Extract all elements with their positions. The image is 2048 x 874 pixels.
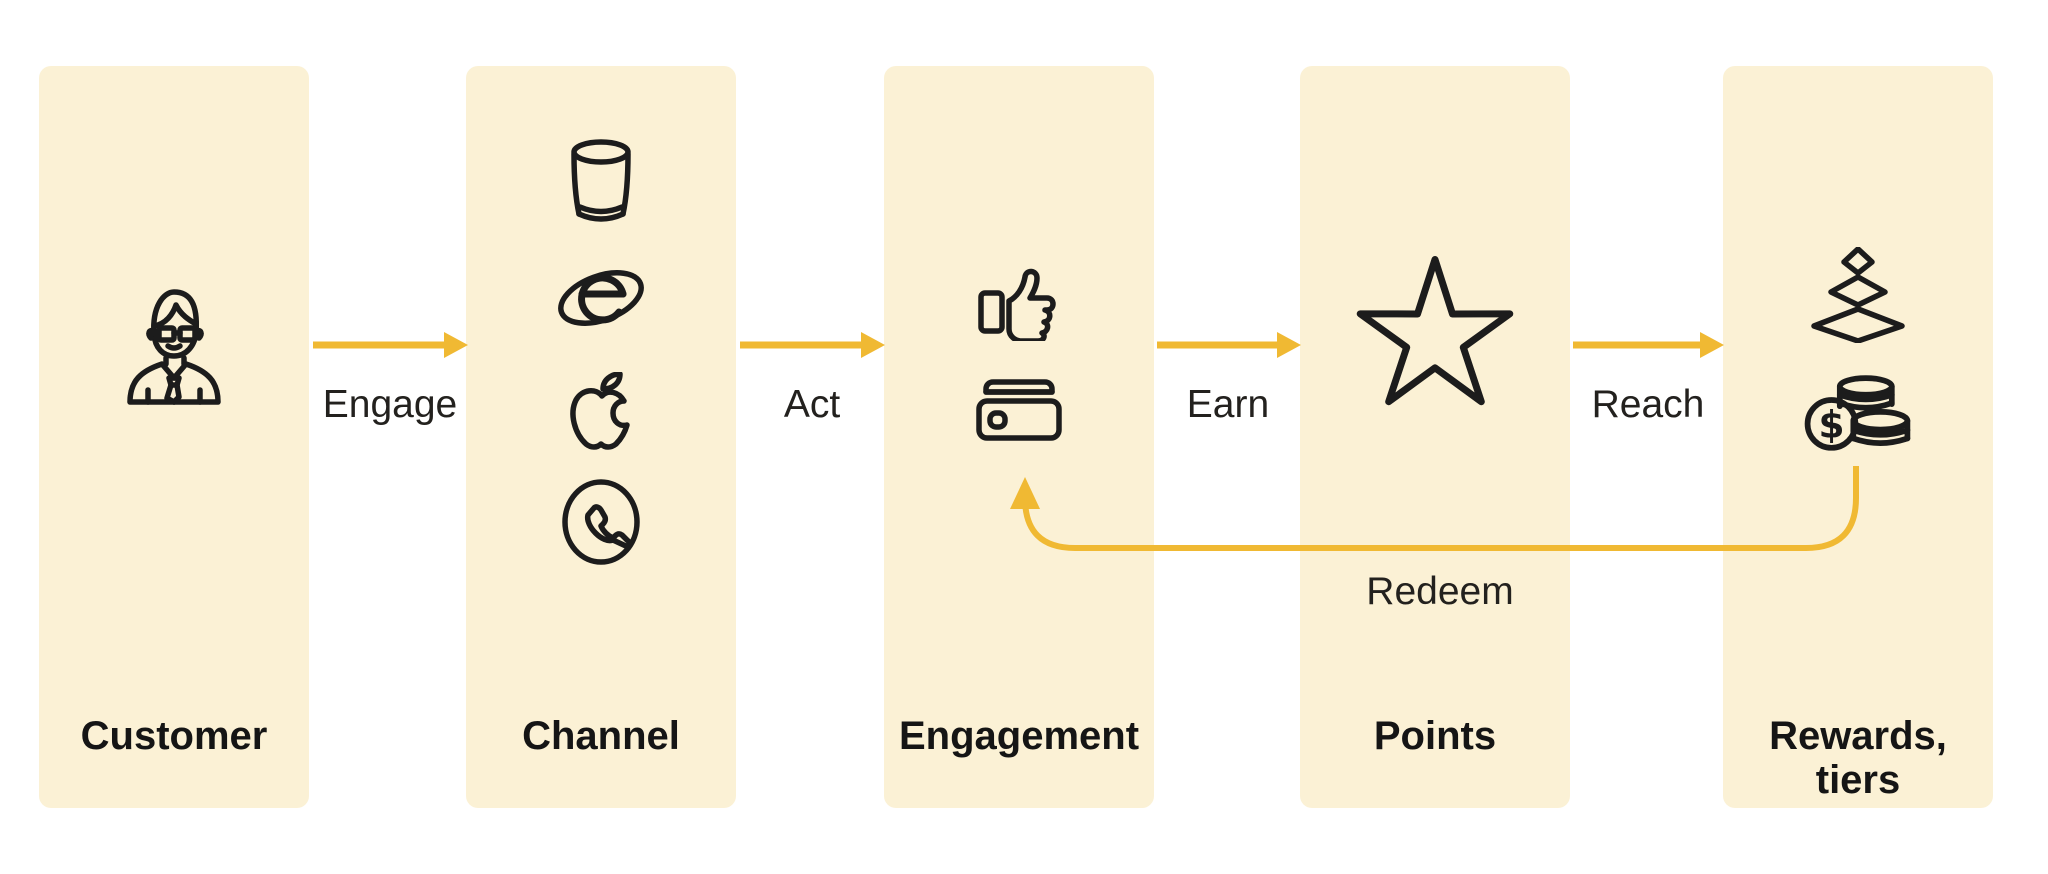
flow-arrow-reach	[1573, 332, 1724, 358]
tiers-icon-svg	[1811, 247, 1905, 343]
coins-icon: $	[1803, 375, 1913, 453]
column-customer: Customer	[39, 66, 309, 808]
dollar-sign: $	[1818, 402, 1844, 446]
apple-icon-svg	[570, 372, 630, 450]
internet-explorer-icon-svg	[558, 270, 644, 326]
person-icon-svg	[127, 289, 221, 405]
column-label-points: Points	[1373, 714, 1497, 758]
thumbs-up-icon	[976, 255, 1062, 341]
star-icon-svg	[1356, 255, 1514, 406]
credit-card-icon	[976, 377, 1062, 441]
flow-label-earn: Earn	[1186, 383, 1270, 426]
flow-arrow-engage	[313, 332, 468, 358]
column-label-engagement: Engagement	[898, 714, 1140, 758]
person-icon	[118, 284, 230, 406]
flow-label-act: Act	[783, 383, 841, 426]
credit-card-icon-svg	[976, 379, 1062, 441]
flow-label-engage: Engage	[322, 383, 458, 426]
column-label-customer: Customer	[80, 714, 268, 758]
tiers-icon	[1796, 247, 1920, 343]
phone-icon	[561, 478, 641, 566]
flow-arrow-act	[740, 332, 885, 358]
column-engagement: Engagement	[884, 66, 1154, 808]
coins-icon-svg: $	[1804, 375, 1911, 451]
flow-label-reach: Reach	[1591, 383, 1705, 426]
column-label-rewards: Rewards, tiers	[1769, 714, 1947, 802]
phone-icon-svg	[562, 479, 640, 565]
apple-icon	[567, 372, 635, 450]
smart-speaker-icon	[568, 138, 634, 234]
star-icon	[1347, 242, 1523, 408]
flow-label-redeem: Redeem	[1366, 570, 1514, 613]
thumbs-up-icon-svg	[978, 268, 1056, 341]
column-points: Points	[1300, 66, 1570, 808]
smart-speaker-icon-svg	[571, 139, 631, 222]
column-channel: Channel	[466, 66, 736, 808]
internet-explorer-icon	[555, 256, 647, 340]
column-rewards: $ Rewards, tiers	[1723, 66, 1993, 808]
flow-arrow-earn	[1157, 332, 1301, 358]
column-label-channel: Channel	[522, 714, 680, 758]
